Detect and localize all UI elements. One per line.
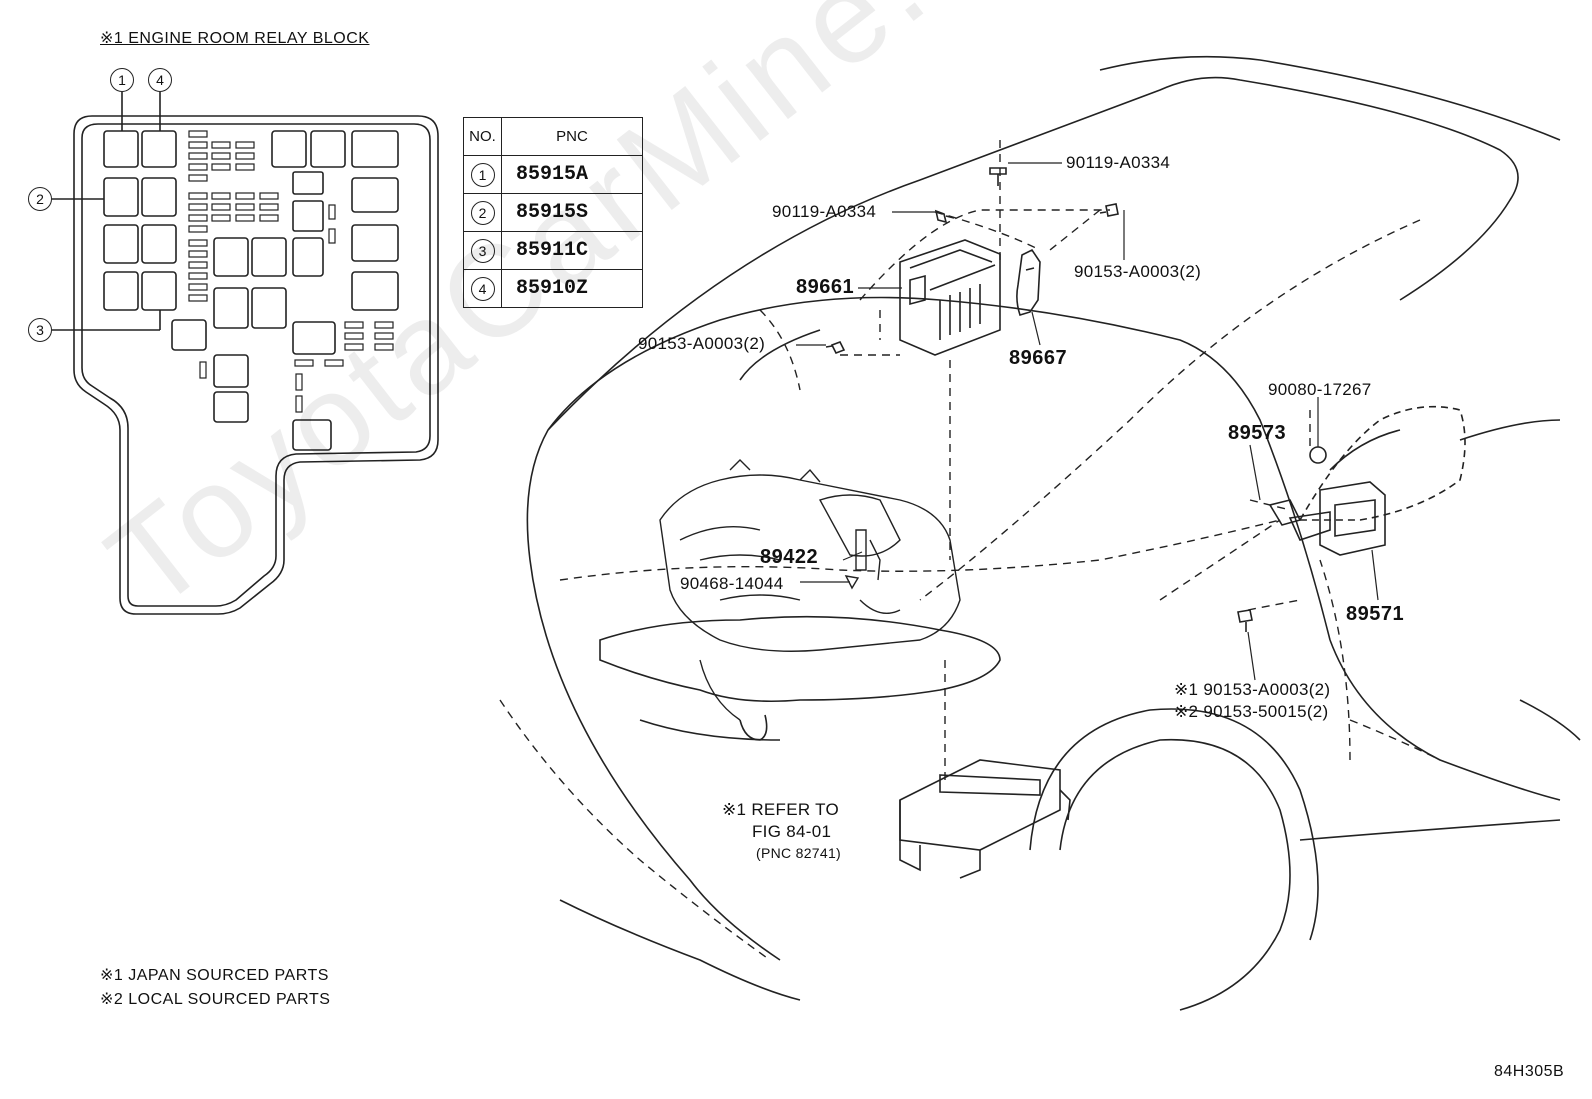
figure-code: 84H305B (1494, 1063, 1565, 1080)
table-row: 1 85915A (463, 155, 643, 194)
label-refer-2: FIG 84-01 (752, 822, 832, 841)
row-no: 4 (470, 276, 495, 301)
label-bolt-ecu: 90153-A0003(2) (638, 334, 766, 353)
bolt-shapes (825, 167, 1327, 632)
label-knock-sensor: 89422 (760, 546, 819, 568)
callout-3: 3 (28, 318, 52, 342)
row-pnc: 85915S (501, 193, 643, 232)
sensor-shape (1268, 481, 1386, 556)
callout-2: 2 (28, 187, 52, 211)
row-pnc: 85915A (501, 155, 643, 194)
table-row: 4 85910Z (463, 269, 643, 308)
label-bolt-top: 90119-A0334 (1066, 153, 1171, 172)
label-bracket: 89667 (1009, 347, 1068, 369)
footer-note-1: ※1 JAPAN SOURCED PARTS (100, 967, 329, 984)
pnc-table: NO. PNC 1 85915A 2 85915S 3 85911C 4 859… (463, 117, 643, 308)
callout-1: 1 (110, 68, 134, 92)
dashed-lines (499, 140, 1441, 961)
label-refer-1: ※1 REFER TO (722, 800, 840, 819)
row-pnc: 85911C (501, 231, 643, 270)
footer-note-2: ※2 LOCAL SOURCED PARTS (100, 991, 331, 1008)
label-note-bolt-2: ※2 90153-50015(2) (1174, 702, 1329, 721)
row-no: 3 (470, 238, 495, 263)
label-sensor-bracket: 89573 (1228, 422, 1287, 444)
relay-boxes (103, 130, 399, 451)
fuse-strips (188, 130, 394, 413)
label-note-bolt-1: ※1 90153-A0003(2) (1174, 680, 1331, 699)
bracket-shape (1016, 248, 1041, 316)
header-no: NO. (463, 117, 502, 156)
battery-tray-shape (899, 759, 1071, 879)
label-refer-3: (PNC 82741) (756, 845, 842, 861)
header-pnc: PNC (501, 117, 643, 156)
relay-block-title: ※1 ENGINE ROOM RELAY BLOCK (100, 30, 370, 47)
label-bolt-left: 90119-A0334 (772, 202, 877, 221)
car-body-outline (526, 55, 1581, 1011)
callout-4: 4 (148, 68, 172, 92)
row-pnc: 85910Z (501, 269, 643, 308)
table-row: 3 85911C (463, 231, 643, 270)
table-header-row: NO. PNC (463, 117, 643, 156)
label-sensor: 89571 (1346, 603, 1405, 625)
row-no: 1 (470, 162, 495, 187)
label-clip: 90080-17267 (1268, 380, 1372, 399)
table-row: 2 85915S (463, 193, 643, 232)
ecu-shape (899, 239, 1001, 356)
label-knock-bolt: 90468-14044 (680, 574, 784, 593)
engine-shape (659, 459, 961, 721)
relay-block-outline (73, 115, 439, 615)
label-bolt-right: 90153-A0003(2) (1074, 262, 1202, 281)
leader-lines (796, 162, 1379, 681)
row-no: 2 (470, 200, 495, 225)
label-ecu: 89661 (796, 276, 855, 298)
